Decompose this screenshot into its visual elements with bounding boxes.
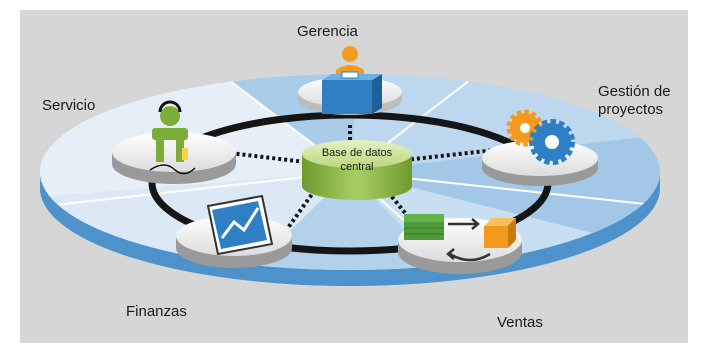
central-database-line2: central — [340, 161, 374, 173]
platform-gerencia — [298, 46, 402, 115]
central-database-label: Base de datos central — [302, 146, 412, 174]
box-icon — [484, 218, 516, 248]
money-icon — [404, 214, 444, 240]
database-icon — [302, 140, 412, 200]
dotted-connectors — [204, 125, 496, 234]
platform-servicio — [112, 100, 236, 184]
platform-finanzas — [176, 194, 292, 268]
label-gestion-line1: Gestión de — [598, 83, 671, 100]
gear-icon — [506, 109, 575, 165]
label-finanzas: Finanzas — [126, 303, 187, 320]
exchange-arrows-icon — [446, 218, 491, 262]
label-servicio: Servicio — [42, 97, 96, 114]
label-gestion-line2: proyectos — [598, 101, 664, 118]
central-database-line1: Base de datos — [321, 147, 393, 159]
label-gerencia: Gerencia — [297, 23, 358, 40]
label-ventas: Ventas — [497, 314, 543, 331]
